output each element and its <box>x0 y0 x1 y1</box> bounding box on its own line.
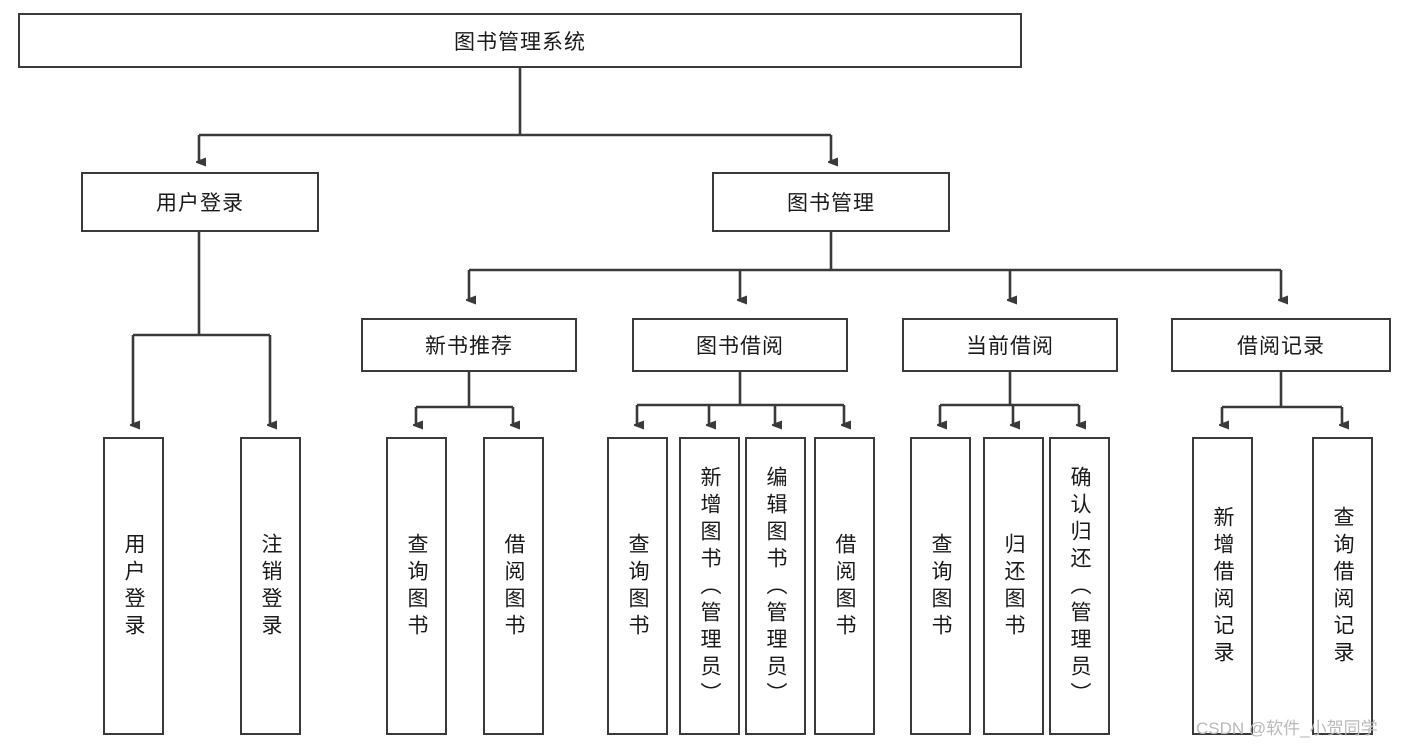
node-leaf-edit-book-label: 编辑图书（管理员） <box>764 465 787 709</box>
node-leaf-borrow-book-1[interactable]: 借阅图书 <box>483 437 544 735</box>
node-leaf-add-book[interactable]: 新增图书（管理员） <box>679 437 740 735</box>
node-leaf-add-record[interactable]: 新增借阅记录 <box>1192 437 1253 735</box>
node-leaf-query-book-3-label: 查询图书 <box>929 533 952 641</box>
node-leaf-edit-book[interactable]: 编辑图书（管理员） <box>745 437 806 735</box>
node-leaf-borrow-book-1-label: 借阅图书 <box>502 533 525 641</box>
node-user-login-label: 用户登录 <box>156 192 244 215</box>
node-borrow-record-label: 借阅记录 <box>1237 335 1325 358</box>
node-leaf-logout-login[interactable]: 注销登录 <box>240 437 301 735</box>
node-book-borrow[interactable]: 图书借阅 <box>632 318 848 372</box>
node-leaf-confirm-return-label: 确认归还（管理员） <box>1068 465 1091 709</box>
node-root-label: 图书管理系统 <box>454 30 586 54</box>
node-leaf-query-book-1[interactable]: 查询图书 <box>386 437 447 735</box>
node-current-borrow[interactable]: 当前借阅 <box>902 318 1118 372</box>
node-leaf-return-book-label: 归还图书 <box>1002 533 1025 641</box>
node-leaf-user-login-label: 用户登录 <box>122 533 145 641</box>
node-root[interactable]: 图书管理系统 <box>18 13 1022 68</box>
node-new-book-recommend-label: 新书推荐 <box>425 335 513 358</box>
node-leaf-logout-login-label: 注销登录 <box>259 533 282 641</box>
node-book-borrow-label: 图书借阅 <box>696 335 784 358</box>
node-borrow-record[interactable]: 借阅记录 <box>1171 318 1391 372</box>
node-leaf-query-book-2-label: 查询图书 <box>626 533 649 641</box>
node-user-login[interactable]: 用户登录 <box>81 172 319 232</box>
node-leaf-add-book-label: 新增图书（管理员） <box>698 465 721 709</box>
node-new-book-recommend[interactable]: 新书推荐 <box>361 318 577 372</box>
node-leaf-query-book-1-label: 查询图书 <box>405 533 428 641</box>
node-book-manage-label: 图书管理 <box>787 192 875 215</box>
node-book-manage[interactable]: 图书管理 <box>712 172 950 232</box>
watermark-text: CSDN @软件_小贺同学 <box>1196 719 1378 738</box>
node-leaf-query-book-2[interactable]: 查询图书 <box>607 437 668 735</box>
node-leaf-query-record-label: 查询借阅记录 <box>1331 506 1354 668</box>
node-current-borrow-label: 当前借阅 <box>966 335 1054 358</box>
node-leaf-query-record[interactable]: 查询借阅记录 <box>1312 437 1373 735</box>
node-leaf-borrow-book-2[interactable]: 借阅图书 <box>814 437 875 735</box>
node-leaf-query-book-3[interactable]: 查询图书 <box>910 437 971 735</box>
node-leaf-confirm-return[interactable]: 确认归还（管理员） <box>1049 437 1110 735</box>
node-leaf-borrow-book-2-label: 借阅图书 <box>833 533 856 641</box>
node-leaf-add-record-label: 新增借阅记录 <box>1211 506 1234 668</box>
node-leaf-user-login[interactable]: 用户登录 <box>103 437 164 735</box>
node-leaf-return-book[interactable]: 归还图书 <box>983 437 1044 735</box>
